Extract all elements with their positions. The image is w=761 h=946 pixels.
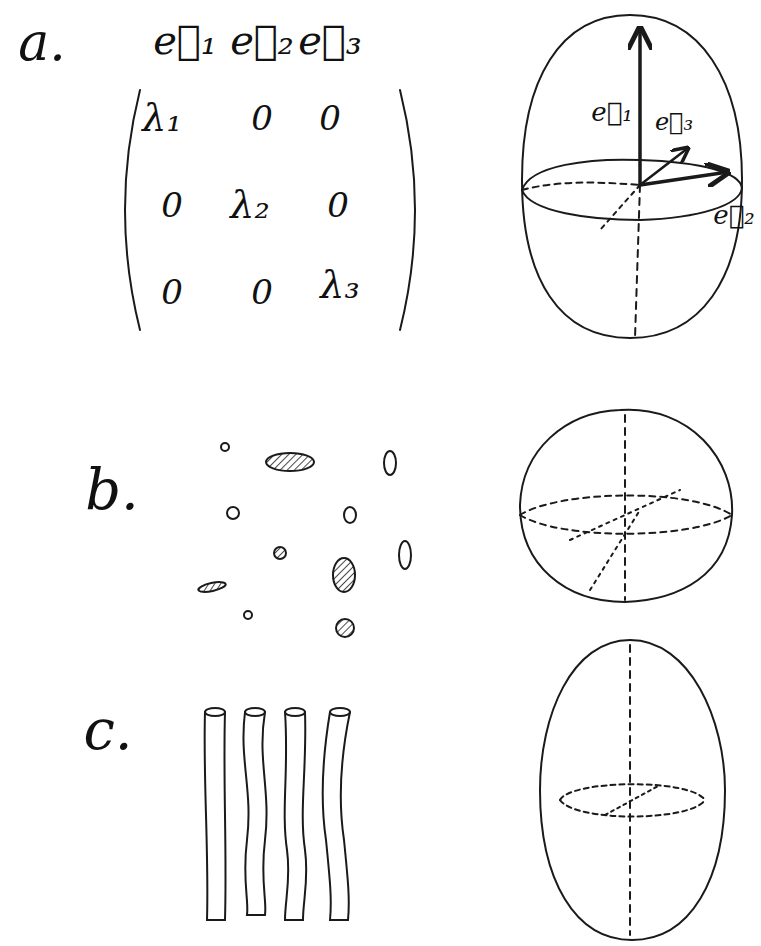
matrix-bracket: [400, 90, 415, 330]
axis-label: e⃗₃: [298, 20, 362, 60]
matrix-entry: 0: [251, 275, 273, 309]
matrix-entry: 0: [161, 188, 183, 222]
matrix-entry: λ₃: [320, 266, 359, 304]
matrix-entry: λ₁: [142, 99, 181, 137]
panel-letter: b.: [85, 462, 139, 518]
matrix-entry: 0: [327, 188, 349, 222]
vector-label: e⃗₁: [591, 99, 632, 125]
fibres: [205, 708, 350, 920]
ellipsoid-a: [522, 15, 742, 338]
panel-letter: a.: [18, 16, 66, 68]
vector-label: e⃗₂: [713, 202, 754, 228]
matrix-entry: 0: [251, 101, 273, 135]
axis-label: e⃗₁: [153, 20, 217, 60]
matrix-bracket: [125, 90, 140, 330]
axis-label: e⃗₂: [230, 20, 294, 60]
panel-letter: c.: [83, 702, 132, 758]
matrix-entry: λ₂: [230, 186, 269, 224]
sphere: [520, 410, 732, 602]
vector-label: e⃗₃: [655, 110, 693, 134]
matrix-entry: 0: [161, 275, 183, 309]
particles: [197, 443, 411, 637]
ellipsoid-c: [540, 640, 725, 940]
matrix-entry: 0: [319, 101, 341, 135]
